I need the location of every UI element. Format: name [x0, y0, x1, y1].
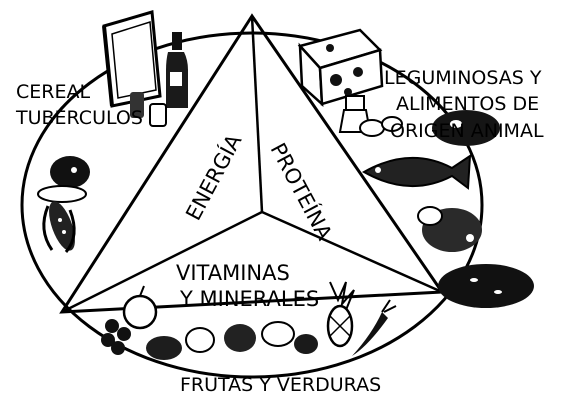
protein-label-line1: LEGUMINOSAS Y [384, 67, 542, 89]
cereal-label-line2: TUBÉRCULOS [15, 106, 143, 129]
protein-label-line3: ORIGEN ANIMAL [390, 120, 544, 142]
vitamins-label-line2: Y MINERALES [179, 287, 319, 311]
energy-label: ENERGÍA [180, 129, 246, 224]
divider-top [250, 15, 264, 213]
bread-icon [37, 156, 90, 203]
chicken-icon [417, 206, 482, 252]
divider-right [261, 210, 443, 294]
nutrient-triangle [59, 13, 445, 314]
bottle-icon [166, 32, 188, 108]
protein-label-line2: ALIMENTOS DE [396, 93, 539, 115]
salt-shaker-icon [130, 92, 167, 127]
eggs-icon [359, 116, 403, 137]
vegetables-icon [146, 321, 318, 360]
book-icon [102, 10, 162, 108]
carrot-icon [352, 299, 397, 356]
grapes-icon [101, 319, 131, 355]
apple-icon [122, 285, 158, 330]
produce-label: FRUTAS Y VERDURAS [180, 374, 381, 396]
cheese-icon [297, 28, 384, 107]
divider-left [61, 210, 263, 314]
fish-icon [361, 154, 472, 190]
corn-icon [42, 201, 76, 253]
vitamins-label-line1: VITAMINAS [176, 261, 290, 285]
cereal-label-line1: CEREAL [16, 81, 90, 103]
meat-icon [432, 110, 500, 146]
beans-icon [438, 264, 534, 308]
pineapple-icon [326, 281, 355, 348]
